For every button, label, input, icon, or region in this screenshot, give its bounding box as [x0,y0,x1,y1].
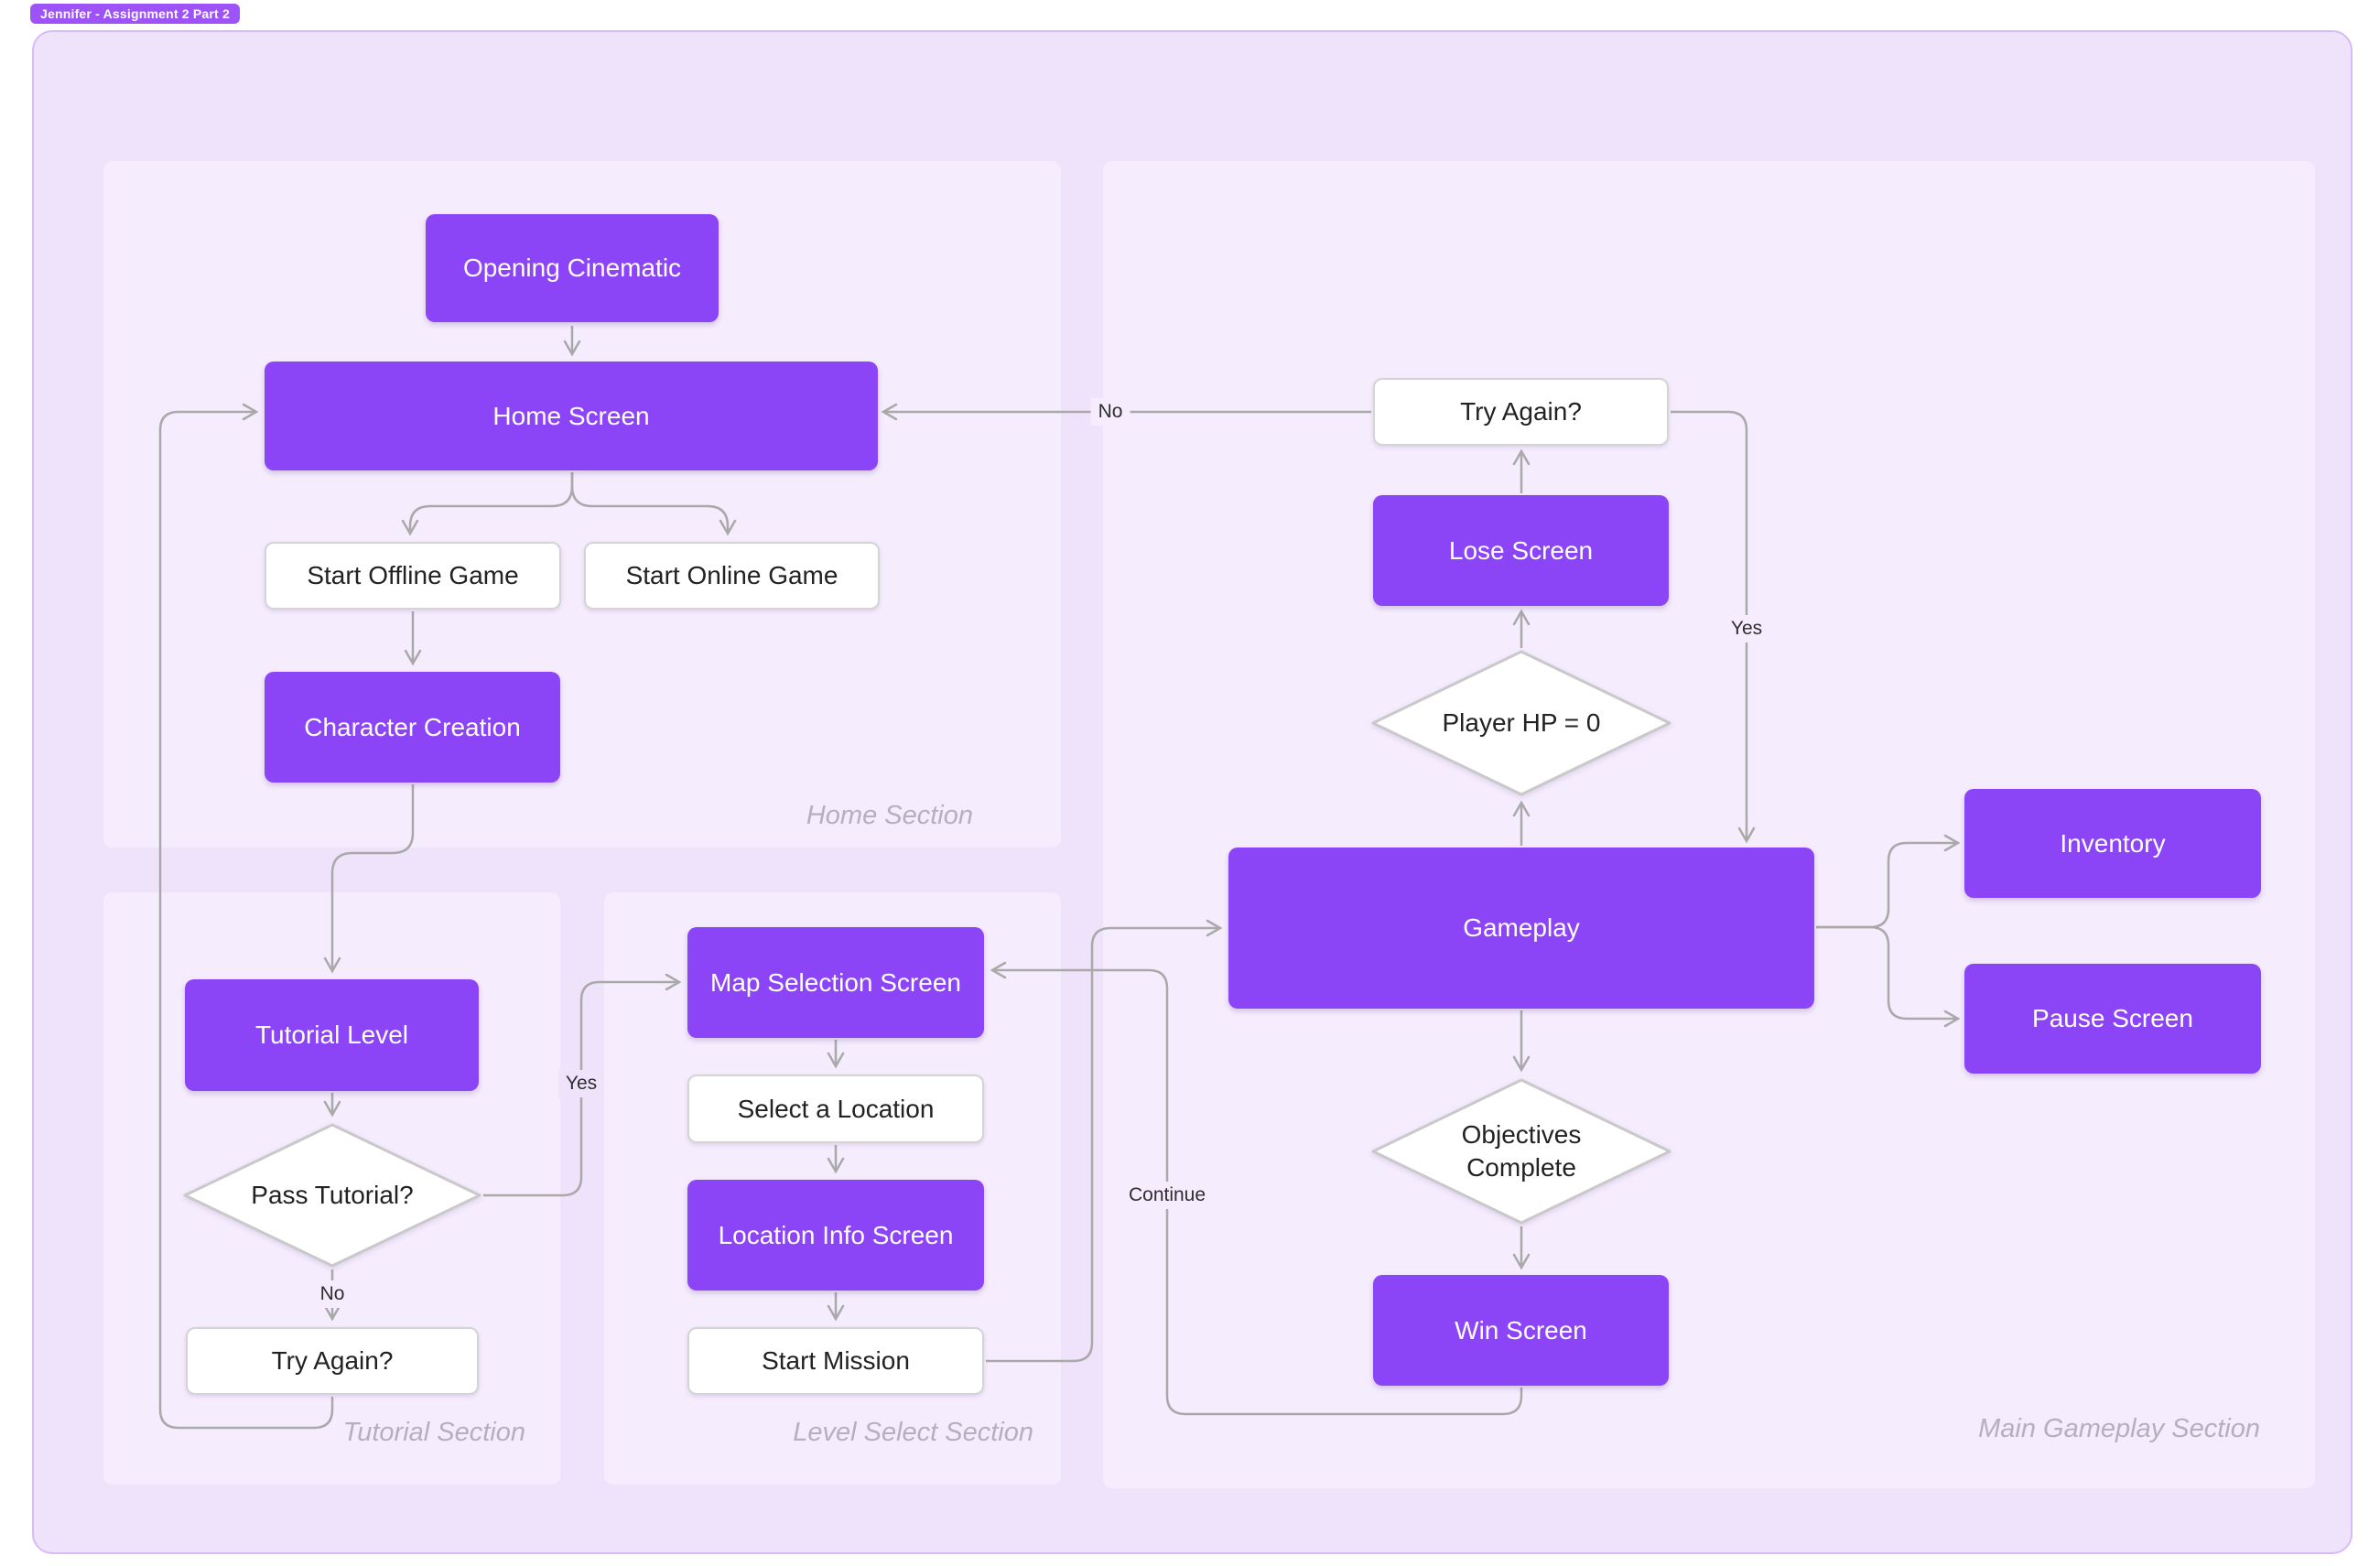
section-home-label: Home Section [806,801,973,830]
edge-label-yes-tutorial: Yes [557,1070,605,1097]
edge-label-continue: Continue [1120,1182,1214,1209]
node-home-screen[interactable]: Home Screen [265,362,878,470]
edge-label-no-tutorial: No [312,1280,352,1308]
node-pass-tutorial-label: Pass Tutorial? [251,1180,414,1209]
diamond-shape [183,1123,481,1268]
node-try-again-main[interactable]: Try Again? [1373,378,1669,446]
node-gameplay[interactable]: Gameplay [1228,848,1814,1009]
diamond-shape [1371,650,1671,796]
node-character-creation[interactable]: Character Creation [265,672,560,783]
node-lose-screen[interactable]: Lose Screen [1373,495,1669,606]
node-inventory[interactable]: Inventory [1964,789,2261,898]
node-player-hp-zero[interactable]: Player HP = 0 [1371,650,1671,796]
file-tab[interactable]: Jennifer - Assignment 2 Part 2 [30,4,240,24]
node-try-again-tutorial[interactable]: Try Again? [186,1327,479,1395]
node-objectives-complete-label: Objectives Complete [1461,1119,1582,1182]
node-start-online-game[interactable]: Start Online Game [584,542,880,610]
node-map-selection-screen[interactable]: Map Selection Screen [687,927,984,1038]
node-opening-cinematic[interactable]: Opening Cinematic [426,214,719,322]
node-win-screen[interactable]: Win Screen [1373,1275,1669,1386]
edge-label-no: No [1090,398,1130,426]
node-player-hp-zero-label: Player HP = 0 [1442,707,1601,737]
section-level-select-label: Level Select Section [793,1418,1033,1447]
node-start-mission[interactable]: Start Mission [687,1327,984,1395]
node-pause-screen[interactable]: Pause Screen [1964,964,2261,1074]
node-tutorial-level[interactable]: Tutorial Level [185,979,479,1091]
node-start-offline-game[interactable]: Start Offline Game [265,542,561,610]
section-main-gameplay-label: Main Gameplay Section [1978,1414,2260,1443]
section-tutorial-label: Tutorial Section [342,1418,525,1447]
node-select-a-location[interactable]: Select a Location [687,1075,984,1143]
node-pass-tutorial[interactable]: Pass Tutorial? [183,1123,481,1268]
edge-label-yes: Yes [1723,615,1770,643]
diamond-shape [1371,1078,1671,1225]
node-location-info-screen[interactable]: Location Info Screen [687,1180,984,1291]
node-objectives-complete[interactable]: Objectives Complete [1371,1078,1671,1225]
